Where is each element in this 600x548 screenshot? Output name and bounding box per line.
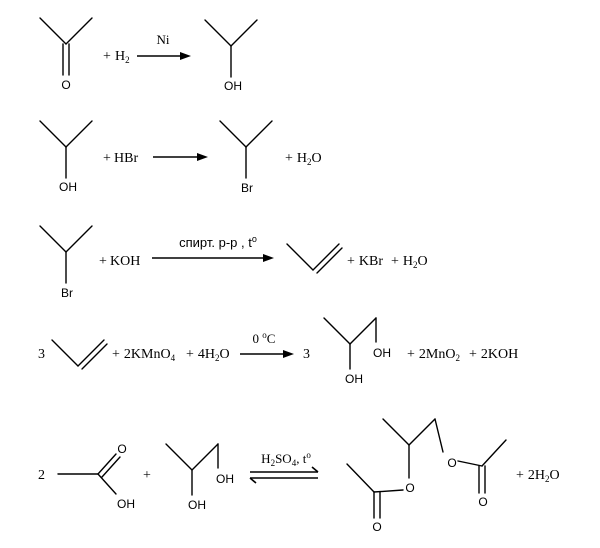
isopropyl-bromide-structure: Br (39, 225, 93, 300)
acetic-acid-structure: O OH (57, 442, 135, 511)
plus-sign: + (103, 151, 111, 166)
plus-sign: + (143, 468, 151, 483)
koh-byproduct: +2KOH (469, 347, 518, 362)
kbr-byproduct: +KBr (347, 254, 383, 269)
diacetate-ester-structure: O O O O (346, 418, 507, 534)
hydroxyl-label: OH (224, 79, 242, 93)
reaction-arrow: спирт. р-р , to (152, 234, 274, 262)
hydroxyl-label: OH (373, 346, 391, 360)
stoichiometric-coefficient: 3 (303, 347, 310, 362)
propanediol-structure: OH OH (165, 443, 234, 512)
catalyst-label: Ni (157, 32, 170, 47)
carbonyl-oxygen-label: O (478, 495, 487, 509)
mno2-byproduct: +2MnO2 (407, 347, 460, 363)
koh-reagent: KOH (110, 254, 140, 269)
stoichiometric-coefficient: 2 (38, 468, 45, 483)
reaction-arrow: Ni (137, 32, 191, 60)
hydrogen-reagent: H2 (115, 49, 130, 65)
reaction-3: Br + KOH спирт. р-р , to +KBr +H2O (39, 225, 428, 300)
plus-sign: + (103, 49, 111, 64)
hydroxyl-label: OH (59, 180, 77, 194)
carbonyl-oxygen-label: O (372, 520, 381, 534)
hydroxyl-label: OH (117, 497, 135, 511)
reaction-5: 2 O OH + OH OH H2SO4, to (38, 418, 560, 534)
reaction-4: 3 +2KMnO4 +4H2O 0 oC 3 OH OH +2MnO2 +2KO… (38, 317, 518, 386)
reaction-2: OH + HBr Br +H2O (39, 120, 322, 195)
acetone-structure: O (39, 17, 93, 92)
propene-structure (286, 243, 343, 274)
water-byproduct: +H2O (285, 151, 322, 167)
water-reagent: +4H2O (186, 347, 230, 363)
temperature-condition: 0 oC (253, 330, 276, 346)
propene-structure (51, 339, 108, 370)
reaction-1: O + H2 Ni OH (39, 17, 258, 93)
stoichiometric-coefficient: 3 (38, 347, 45, 362)
hbr-reagent: HBr (114, 151, 138, 166)
water-byproduct: +H2O (391, 254, 428, 270)
reaction-arrow: 0 oC (240, 330, 294, 358)
ester-oxygen-label: O (447, 456, 456, 470)
isopropyl-bromide-structure: Br (219, 120, 273, 195)
carbonyl-oxygen-label: O (61, 78, 70, 92)
hydroxyl-label: OH (216, 472, 234, 486)
hydroxyl-label: OH (345, 372, 363, 386)
bromine-label: Br (61, 286, 73, 300)
isopropanol-structure: OH (204, 19, 258, 93)
bromine-label: Br (241, 181, 253, 195)
plus-sign: + (99, 254, 107, 269)
water-byproduct: +2H2O (516, 468, 560, 484)
isopropanol-structure: OH (39, 120, 93, 194)
catalyst-condition: H2SO4, to (261, 450, 311, 468)
kmno4-reagent: +2KMnO4 (112, 347, 176, 363)
equilibrium-arrow: H2SO4, to (249, 450, 319, 484)
reaction-arrow (153, 153, 208, 161)
ester-oxygen-label: O (405, 481, 414, 495)
hydroxyl-label: OH (188, 498, 206, 512)
condition-alcoholic-solution: спирт. р-р , to (179, 234, 257, 250)
carbonyl-oxygen-label: O (117, 442, 126, 456)
propanediol-structure: OH OH (323, 317, 391, 386)
